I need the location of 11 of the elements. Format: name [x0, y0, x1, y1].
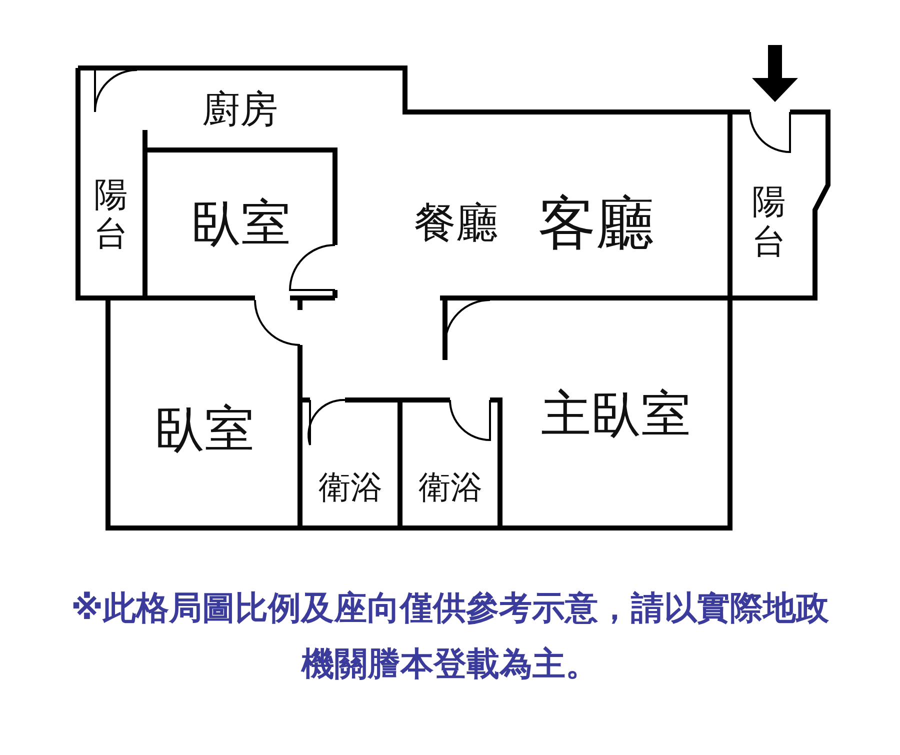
room-label: 臥室 — [191, 195, 291, 253]
room-label: 臥室 — [154, 401, 254, 459]
room-label: 陽台 — [751, 183, 787, 262]
room-label: 餐廳 — [414, 198, 498, 248]
disclaimer-note: ※此格局圖比例及座向僅供參考示意，請以實際地政機關謄本登載為主。 — [70, 587, 830, 685]
room-label: 陽台 — [93, 176, 129, 254]
room-label: 主臥室 — [541, 386, 691, 444]
room-label: 客廳 — [538, 190, 654, 256]
room-label: 衛浴 — [418, 469, 482, 506]
room-label: 廚房 — [202, 88, 278, 132]
room-label: 衛浴 — [318, 469, 382, 506]
